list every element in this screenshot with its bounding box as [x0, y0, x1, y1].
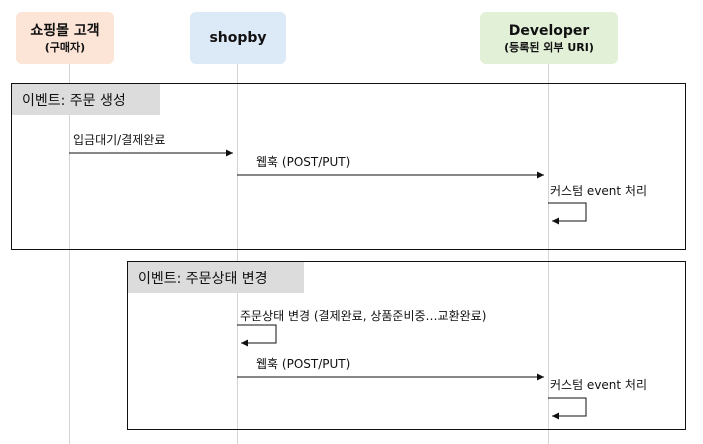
- lifeline-customer: [69, 64, 70, 444]
- message-label-custom-1: 커스텀 event 처리: [550, 184, 648, 198]
- message-label-webhook-1: 웹훅 (POST/PUT): [256, 155, 351, 169]
- actor-developer-name: Developer: [508, 22, 590, 39]
- frame-label-order-status-changed: 이벤트: 주문상태 변경: [128, 262, 304, 293]
- message-label-payment: 입금대기/결제완료: [73, 133, 166, 147]
- frame-label-order-created: 이벤트: 주문 생성: [12, 84, 160, 115]
- event-frame-order-created: [11, 83, 686, 250]
- arrow-self-custom-1: [548, 202, 587, 225]
- actor-shopby: shopby: [190, 12, 286, 64]
- arrow-self-custom-2: [548, 397, 587, 420]
- actor-customer-name: 쇼핑몰 고객: [30, 22, 100, 39]
- lifeline-shopby: [237, 64, 238, 444]
- actor-developer-role: (등록된 외부 URI): [504, 40, 594, 54]
- arrow-self-status-change: [237, 324, 277, 347]
- message-label-status-change: 주문상태 변경 (결제완료, 상품준비중…교환완료): [240, 309, 487, 323]
- lifeline-developer: [548, 64, 549, 444]
- message-label-custom-2: 커스텀 event 처리: [550, 378, 648, 392]
- message-label-webhook-2: 웹훅 (POST/PUT): [256, 357, 351, 371]
- actor-customer: 쇼핑몰 고객 (구매자): [16, 12, 114, 64]
- event-frame-order-status-changed: [127, 261, 686, 430]
- actor-shopby-name: shopby: [209, 30, 267, 46]
- actor-developer: Developer (등록된 외부 URI): [480, 12, 618, 64]
- actor-customer-role: (구매자): [44, 40, 86, 54]
